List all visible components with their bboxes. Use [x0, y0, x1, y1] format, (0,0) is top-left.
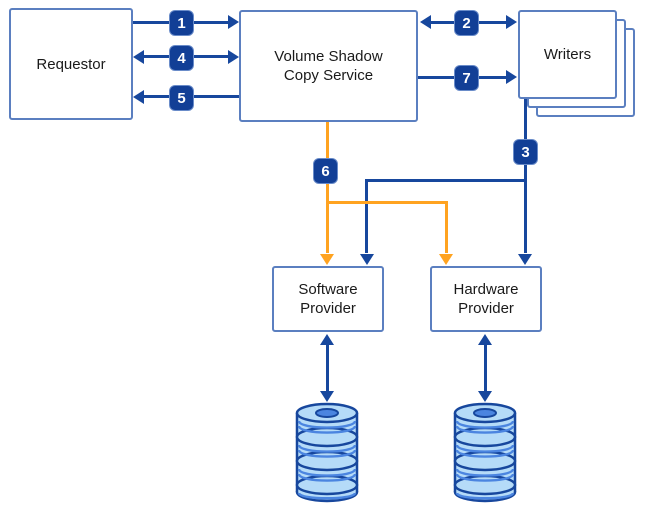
arrow2-head-left-icon: [420, 15, 431, 29]
node-requestor: Requestor: [9, 8, 133, 120]
software-provider-line2: Provider: [300, 300, 356, 317]
arrow5-head-left-icon: [133, 90, 144, 104]
arrow3-horizontal-line: [365, 179, 527, 182]
arrow7-head-right-icon: [506, 70, 517, 84]
step-badge-3: 3: [513, 139, 538, 165]
writers-label: Writers: [543, 46, 592, 63]
arrow3-head-software-icon: [360, 254, 374, 265]
software-provider-line1: Software: [298, 281, 358, 298]
node-hardware-provider: Hardware Provider: [430, 266, 542, 332]
software-disk-arrow-line: [326, 343, 329, 392]
step-badge-2: 2: [454, 10, 479, 36]
hardware-provider-line2: Provider: [458, 300, 514, 317]
step-badge-6: 6: [313, 158, 338, 184]
arrow6-branch-line: [445, 201, 448, 253]
arrow6-vertical-line: [326, 122, 329, 253]
vss-label-line1: Volume Shadow: [274, 48, 383, 65]
arrow6-horizontal-line: [326, 201, 448, 204]
step-badge-5: 5: [169, 85, 194, 111]
node-writers: Writers: [518, 10, 617, 99]
node-software-provider: Software Provider: [272, 266, 384, 332]
hardware-provider-label: Hardware Provider: [453, 280, 518, 318]
vss-label: Volume Shadow Copy Service: [274, 47, 382, 85]
vss-label-line2: Copy Service: [283, 67, 374, 84]
requestor-label: Requestor: [36, 55, 106, 73]
software-disk-arrow-up-icon: [320, 334, 334, 345]
arrow6-head-software-icon: [320, 254, 334, 265]
step-badge-1: 1: [169, 10, 194, 36]
software-disk-arrow-down-icon: [320, 391, 334, 402]
arrow3-head-hardware-icon: [518, 254, 532, 265]
arrow3-vertical-line: [524, 99, 527, 253]
hardware-disk-arrow-down-icon: [478, 391, 492, 402]
hardware-disk-arrow-up-icon: [478, 334, 492, 345]
arrow6-head-hardware-icon: [439, 254, 453, 265]
disk-stack-icon: [295, 402, 359, 503]
hardware-provider-line1: Hardware: [453, 281, 519, 298]
software-provider-label: Software Provider: [298, 280, 357, 318]
node-volume-shadow-copy-service: Volume Shadow Copy Service: [239, 10, 418, 122]
arrow4-head-left-icon: [133, 50, 144, 64]
step-badge-7: 7: [454, 65, 479, 91]
arrow2-head-right-icon: [506, 15, 517, 29]
disk-stack-icon: [453, 402, 517, 503]
arrow1-head-right-icon: [228, 15, 239, 29]
hardware-disk-arrow-line: [484, 343, 487, 392]
arrow3-branch-line: [365, 179, 368, 253]
step-badge-4: 4: [169, 45, 194, 71]
arrow4-head-right-icon: [228, 50, 239, 64]
